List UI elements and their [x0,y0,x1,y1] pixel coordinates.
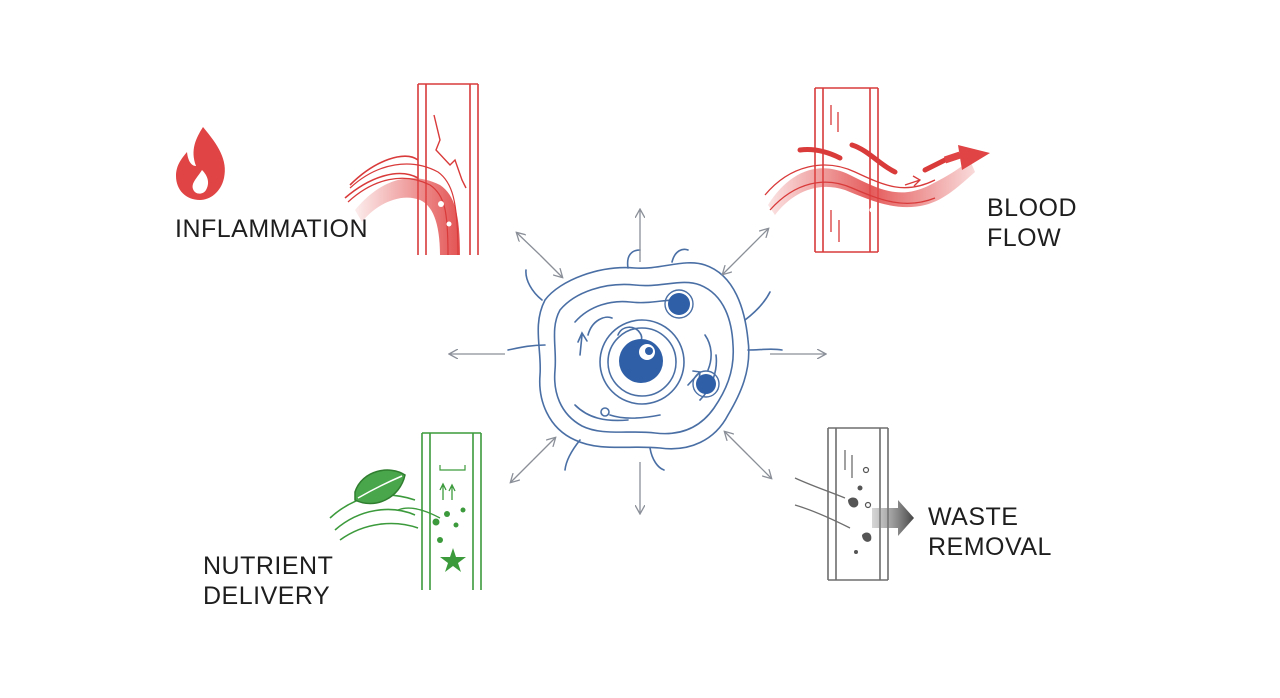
arrow-upleft-b [539,254,562,277]
nucleus-ring-inner [607,327,677,397]
waste-particles [848,466,872,554]
arrow-downright-a [747,454,771,478]
cell-ripple-2 [587,316,712,419]
nutrient-droplets [432,507,466,543]
cell-extension-left [507,269,546,351]
label-nutrient-line1: NUTRIENT [203,552,334,580]
nutrient-arrow-up [439,482,456,500]
nucleus-dot [645,347,653,355]
arrow-downright-b [725,432,749,456]
cell-arrow-small [577,331,588,356]
cell-extension-bottom [564,439,665,471]
central-cell [507,248,783,471]
waste-vessel [794,427,889,581]
arrow-upright-a [744,229,768,253]
nucleus-ring [599,319,685,405]
cell-membrane-outer [537,261,750,450]
waste-arrow-icon [872,500,914,536]
organelle-right-ring [692,370,720,398]
flame-icon [176,127,225,200]
vessel-crack [433,114,467,189]
label-nutrient-line2: DELIVERY [203,582,331,610]
arrow-upleft-a [517,233,541,256]
label-waste-line1: WASTE [928,503,1019,531]
organelle-top [668,293,690,315]
flow-arrowhead [958,145,990,170]
nucleus [619,339,663,383]
arrow-downleft-a [511,459,534,482]
star-icon [440,548,466,572]
label-waste-line2: REMOVAL [928,533,1052,561]
organelle-right [696,374,716,394]
label-waste-removal: WASTE REMOVAL [928,502,1052,562]
flow-tick [830,105,840,242]
label-blood-flow-line2: FLOW [987,224,1062,252]
label-blood-flow-line1: BLOOD [987,194,1078,222]
arrow-upright-b [723,251,746,274]
label-blood-flow: BLOOD FLOW [987,193,1077,253]
inflammation-flow [347,163,460,256]
label-inflammation-text: INFLAMMATION [175,215,369,243]
organelle-top-ring [664,289,694,319]
arrow-downleft-b [532,438,555,461]
flow-arrow-dash [797,147,843,161]
bloodflow-stream [764,142,990,215]
label-inflammation: INFLAMMATION [175,214,368,244]
cell-organelles [619,289,720,398]
blood-cell-dot [438,201,444,207]
cell-extension-right [744,291,783,351]
label-nutrient-delivery: NUTRIENT DELIVERY [203,551,333,611]
radial-arrows [450,210,825,513]
cell-extension-top [626,248,689,269]
leaf-icon [354,469,406,505]
inflammation-vessel [344,83,479,255]
cell-membrane-inner [553,281,735,435]
blood-cell-dot [446,221,452,227]
vesicle-small [600,407,610,417]
